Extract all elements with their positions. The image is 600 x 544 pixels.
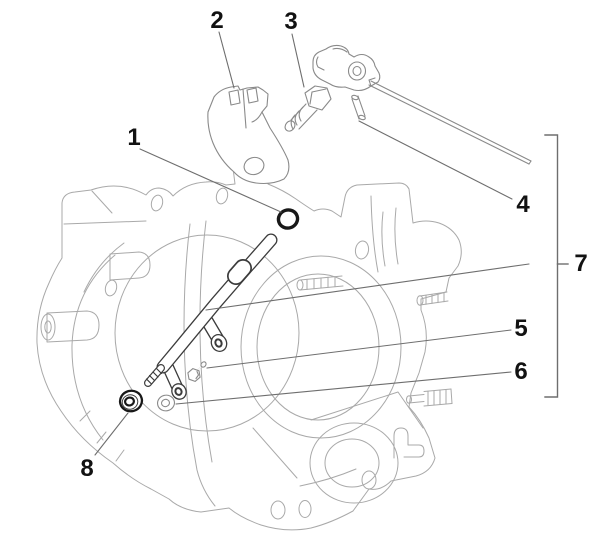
selector-lever-part [312, 44, 381, 92]
callout-2: 2 [210, 7, 224, 34]
seal-washer-part [118, 389, 144, 413]
gearshift-shaft-part [144, 233, 278, 400]
mounting-bracket-part [207, 85, 290, 185]
callout-1: 1 [127, 124, 141, 151]
control-rod-part [368, 80, 532, 165]
bolt-hole [215, 187, 229, 205]
bolt-hole [150, 194, 164, 212]
bolt-hole [270, 500, 286, 520]
arm-boss-face [210, 334, 228, 352]
small-washer-part [156, 394, 176, 412]
screw-plug-part [284, 85, 332, 132]
leader-line-2 [218, 31, 235, 89]
plug-tip [284, 120, 296, 132]
lever-boss [347, 61, 367, 81]
bolt-hole [104, 279, 118, 297]
callout-7: 7 [574, 250, 588, 277]
washer-hole [160, 398, 171, 408]
leader-line-8 [94, 412, 129, 456]
lever-hole [352, 65, 362, 77]
callout-5: 5 [514, 315, 528, 342]
bolt-hole [298, 500, 312, 518]
hex-bolt-part [187, 361, 207, 382]
oring-part [276, 208, 300, 230]
bolt-hole [354, 240, 370, 260]
arm-boss-face [171, 383, 187, 400]
callout-4: 4 [516, 191, 530, 218]
washer-hole [124, 396, 135, 407]
leader-line-5 [206, 329, 512, 369]
callout-6: 6 [514, 358, 528, 385]
leader-line-4 [358, 120, 513, 200]
arm-boss-hole [174, 387, 183, 396]
roll-pin-part [351, 94, 366, 121]
leader-lines [94, 31, 530, 456]
bolt-hole [361, 470, 377, 490]
leader-line-1 [139, 148, 282, 213]
arm-boss-hole [214, 338, 223, 348]
callout-8: 8 [80, 455, 94, 482]
leader-line-3 [291, 33, 305, 88]
leader-line-7 [205, 263, 530, 311]
crankcase-outline [36, 155, 462, 531]
callout-bracket-7 [544, 134, 569, 398]
bracket-hole [243, 156, 265, 176]
leader-line-6 [175, 371, 512, 405]
threaded-studs [296, 275, 453, 407]
callout-3: 3 [284, 8, 298, 35]
